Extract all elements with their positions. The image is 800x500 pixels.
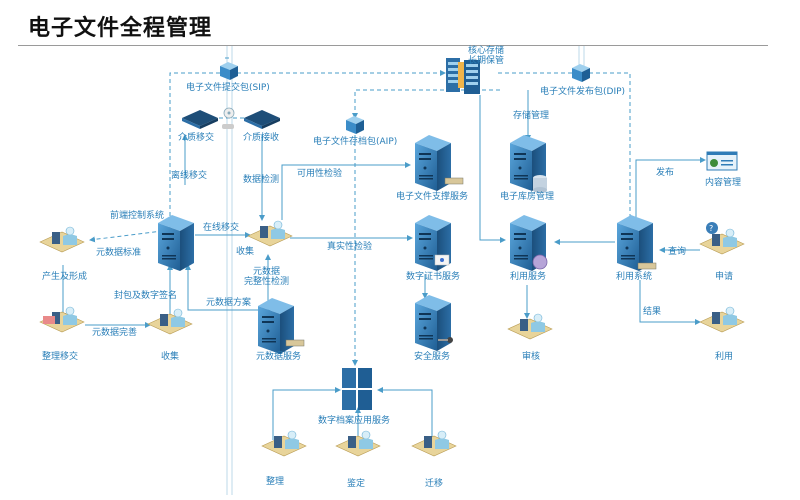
flow-usability-check — [281, 162, 411, 220]
card-reader-icon — [444, 177, 464, 185]
apply-workstation-icon — [699, 228, 745, 255]
use-workstation-icon — [699, 306, 745, 333]
core-storage-icon — [446, 58, 480, 94]
use-service-label: 利用服务 — [510, 272, 547, 282]
svg-text:?: ? — [709, 224, 713, 233]
package-sign-label: 封包及数字签名 — [114, 291, 178, 301]
metadata-scheme-label: 元数据方案 — [206, 298, 252, 308]
security-service-label: 安全服务 — [414, 352, 451, 362]
apply-label: 申请 — [715, 272, 734, 282]
core-storage-label-1: 核心存储 — [468, 46, 505, 56]
collect-center-workstation-icon — [247, 220, 293, 247]
media-receive-label: 介质接收 — [243, 133, 280, 143]
produce-label: 产生及形成 — [42, 272, 88, 282]
collect-left-label: 收集 — [161, 352, 180, 362]
aip-package-icon — [346, 116, 364, 134]
core-storage-label-2: 长期保管 — [468, 56, 505, 66]
flow-publish — [635, 157, 706, 225]
metadata-complete-label: 元数据完善 — [92, 328, 138, 338]
authenticity-check-label: 真实性检验 — [327, 242, 373, 252]
globe-icon — [532, 254, 548, 270]
use-system-server-icon — [617, 215, 653, 271]
result-label: 结果 — [643, 307, 662, 317]
media-transfer-icon — [182, 110, 218, 129]
organize-workstation-icon — [261, 430, 307, 457]
database-icon — [533, 175, 547, 193]
storage-mgmt-label: 存储管理 — [513, 111, 550, 121]
offline-transfer-label: 离线移交 — [171, 171, 208, 181]
warehouse-mgmt-label: 电子库房管理 — [500, 192, 555, 202]
migrate-label: 迁移 — [425, 479, 444, 489]
metadata-service-label: 元数据服务 — [256, 352, 302, 362]
support-service-label: 电子文件支撑服务 — [396, 192, 469, 202]
flow-migrate — [377, 387, 433, 440]
metadata-integrity-label-2: 完整性检测 — [244, 277, 290, 287]
front-control-server-icon — [158, 215, 194, 271]
security-server-icon — [415, 295, 451, 351]
flow-metadata-scheme — [185, 264, 280, 311]
archive-app-service-label: 数字档案应用服务 — [318, 416, 391, 426]
query-label: 查询 — [668, 247, 687, 257]
media-receive-icon — [244, 110, 280, 129]
usability-check-label: 可用性检验 — [297, 169, 343, 179]
archive-cluster-icon — [342, 368, 372, 410]
aip-label: 电子文件存档包(AIP) — [313, 137, 398, 147]
page-title: 电子文件全程管理 — [28, 16, 213, 41]
key-icon — [438, 337, 453, 343]
arrange-transfer-label: 整理移交 — [42, 352, 79, 362]
flow-result — [639, 280, 701, 325]
front-control-label: 前端控制系统 — [110, 211, 165, 221]
usb-icon — [222, 124, 234, 129]
flow-core-use-service — [479, 95, 506, 243]
metadata-integrity-label-1: 元数据 — [253, 267, 281, 277]
flow-organize — [272, 387, 341, 440]
appraise-label: 鉴定 — [347, 479, 366, 489]
review-label: 审核 — [522, 352, 541, 362]
sip-label: 电子文件提交包(SIP) — [186, 83, 270, 93]
data-check-label: 数据检测 — [243, 175, 280, 185]
use-label: 利用 — [715, 352, 734, 362]
organize-label: 整理 — [266, 477, 285, 487]
review-workstation-icon — [507, 313, 553, 340]
question-icon: ? — [706, 222, 718, 234]
metadata-standard-label: 元数据标准 — [96, 248, 142, 258]
migrate-workstation-icon — [411, 430, 457, 457]
collect-center-label: 收集 — [236, 247, 255, 257]
dip-package-icon — [572, 64, 590, 82]
produce-workstation-icon — [39, 226, 85, 253]
card-reader-icon-3 — [637, 262, 657, 270]
title-divider — [18, 45, 768, 46]
sip-package-icon — [220, 62, 238, 80]
content-mgmt-label: 内容管理 — [705, 178, 742, 188]
disc-icon — [223, 107, 235, 119]
dashed-flow-dip — [498, 72, 633, 226]
publish-label: 发布 — [656, 168, 675, 178]
media-transfer-label: 介质移交 — [178, 133, 215, 143]
documents-icon — [43, 316, 55, 324]
dip-label: 电子文件发布包(DIP) — [540, 87, 626, 97]
card-reader-icon-2 — [285, 339, 305, 347]
use-system-label: 利用系统 — [616, 272, 653, 282]
dashed-flow-aip — [352, 89, 500, 119]
cert-service-label: 数字证书服务 — [406, 272, 461, 282]
content-mgmt-icon — [706, 151, 738, 171]
dashed-flow-sip — [169, 70, 446, 230]
online-transfer-label: 在线移交 — [203, 223, 240, 233]
